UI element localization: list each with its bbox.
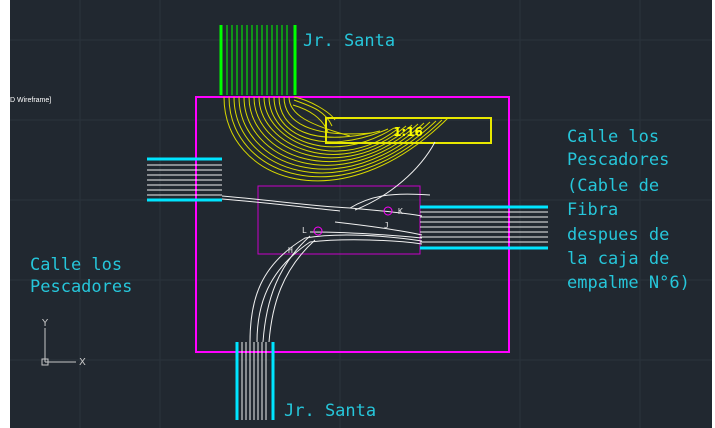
street-label-right-2: Pescadores <box>567 150 669 170</box>
left-conduit[interactable] <box>147 157 222 202</box>
marker-k-label: K <box>398 207 403 216</box>
bottom-conduit[interactable] <box>235 342 275 420</box>
splitter-box[interactable] <box>325 117 492 144</box>
ucs-icon <box>41 328 76 366</box>
splice-marker-l[interactable] <box>313 226 323 236</box>
fibre-cables[interactable] <box>221 141 436 343</box>
ucs-y-label: Y <box>41 318 49 329</box>
street-label-top: Jr. Santa <box>303 31 395 51</box>
grid <box>10 0 712 428</box>
marker-l-label: L <box>302 226 307 235</box>
splice-marker-k[interactable] <box>383 206 393 216</box>
top-conduit[interactable] <box>219 25 297 95</box>
street-label-left-2: Pescadores <box>30 277 132 297</box>
street-label-right-7: empalme N°6) <box>567 273 690 293</box>
street-label-right-3: (Cable de <box>567 176 659 196</box>
street-label-right-4: Fibra <box>567 200 618 220</box>
ucs-x-label: X <box>79 357 86 368</box>
street-label-left-1: Calle los <box>30 255 122 275</box>
right-conduit[interactable] <box>420 205 548 250</box>
cad-drawing[interactable]: 1:16 K J L H Jr. Santa <box>10 0 712 428</box>
street-label-bottom: Jr. Santa <box>284 401 376 421</box>
street-label-right-5: despues de <box>567 225 669 245</box>
chamber-outline[interactable] <box>195 96 510 353</box>
marker-h-label: H <box>288 246 293 255</box>
splitter-ratio: 1:16 <box>393 125 423 139</box>
drawing-viewport[interactable]: 1:16 K J L H Jr. Santa <box>10 0 712 428</box>
splice-area[interactable] <box>257 185 421 255</box>
street-label-right-6: la caja de <box>567 249 669 269</box>
street-label-right-1: Calle los <box>567 127 659 147</box>
viewport-style-label[interactable]: D Wireframe] <box>10 97 52 104</box>
marker-j-label: J <box>384 221 389 230</box>
